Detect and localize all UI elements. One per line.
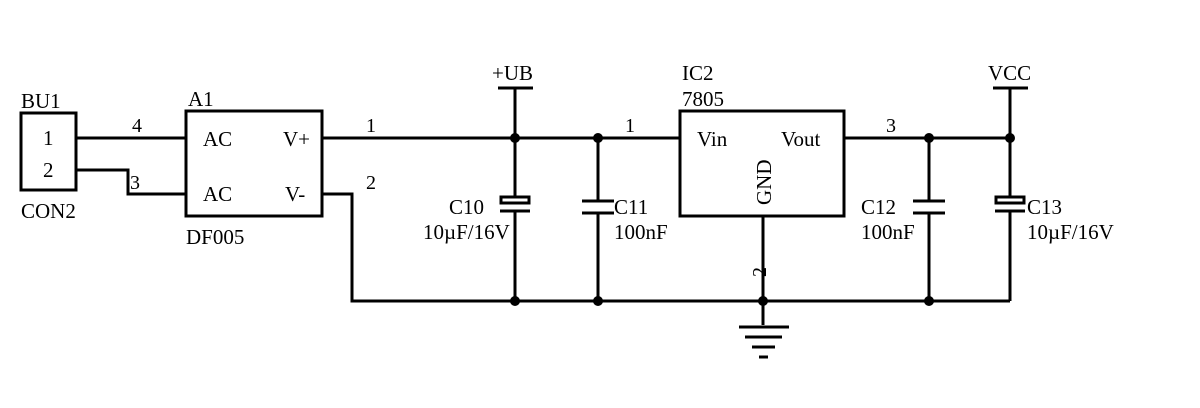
junctions — [510, 133, 1015, 306]
capacitor-c10-value: 10µF/16V — [423, 220, 510, 244]
rectifier-pin-ac2: 3 — [130, 172, 140, 194]
connector-pin1-label: 1 — [43, 126, 54, 150]
capacitor-c13: C13 10µF/16V — [994, 195, 1114, 244]
ground-symbol — [739, 325, 789, 359]
connector-value: CON2 — [21, 199, 76, 223]
rectifier-pin-vplus: 1 — [366, 115, 376, 137]
regulator-vin-label: Vin — [697, 127, 728, 151]
junction-ub — [510, 133, 520, 143]
capacitor-c11-ref: C11 — [614, 195, 648, 219]
net-label-ub: +UB — [492, 61, 533, 85]
junction-vcc — [1005, 133, 1015, 143]
capacitor-c10: C10 10µF/16V — [423, 195, 531, 244]
regulator-pin-vout: 3 — [886, 115, 896, 137]
wire-vminus-to-ground — [322, 192, 1010, 303]
capacitor-c12-value: 100nF — [861, 220, 915, 244]
rectifier-pin-ac1: 4 — [132, 115, 142, 137]
regulator-vout-label: Vout — [781, 127, 820, 151]
ub-rail-symbol: +UB — [492, 61, 533, 90]
connector-ref: BU1 — [21, 89, 61, 113]
junction-c11-bottom — [593, 296, 603, 306]
regulator-gnd-label: GND — [752, 160, 776, 206]
rectifier-ac2-label: AC — [203, 182, 232, 206]
net-label-vcc: VCC — [988, 61, 1031, 85]
junction-c10-bottom — [510, 296, 520, 306]
rectifier-value: DF005 — [186, 225, 244, 249]
rectifier-ref: A1 — [188, 87, 214, 111]
capacitor-c12: C12 100nF — [861, 195, 945, 244]
regulator-ref: IC2 — [682, 61, 714, 85]
junction-c12-top — [924, 133, 934, 143]
connector-bu1: BU1 1 2 CON2 — [19, 89, 78, 223]
rectifier-vplus-label: V+ — [283, 127, 310, 151]
vcc-rail-symbol: VCC — [988, 61, 1031, 90]
rectifier-a1: A1 AC AC V+ V- DF005 4 3 1 2 — [130, 87, 376, 249]
capacitor-c13-value: 10µF/16V — [1027, 220, 1114, 244]
capacitor-c11: C11 100nF — [582, 195, 668, 244]
connector-pin2-label: 2 — [43, 158, 54, 182]
regulator-value: 7805 — [682, 87, 724, 111]
regulator-pin-vin: 1 — [625, 115, 635, 137]
junction-c11-top — [593, 133, 603, 143]
capacitor-c12-ref: C12 — [861, 195, 896, 219]
junction-gnd — [758, 296, 768, 306]
rectifier-pin-vminus: 2 — [366, 172, 376, 194]
capacitor-c11-value: 100nF — [614, 220, 668, 244]
junction-c12-bottom — [924, 296, 934, 306]
regulator-ic2: IC2 7805 Vin Vout GND 1 3 2 — [625, 61, 896, 277]
capacitor-c10-ref: C10 — [449, 195, 484, 219]
rectifier-vminus-label: V- — [285, 182, 305, 206]
wire-bu1-pin2-to-ac2 — [76, 168, 186, 196]
rectifier-ac1-label: AC — [203, 127, 232, 151]
capacitor-c13-ref: C13 — [1027, 195, 1062, 219]
regulator-pin-gnd: 2 — [749, 267, 771, 277]
